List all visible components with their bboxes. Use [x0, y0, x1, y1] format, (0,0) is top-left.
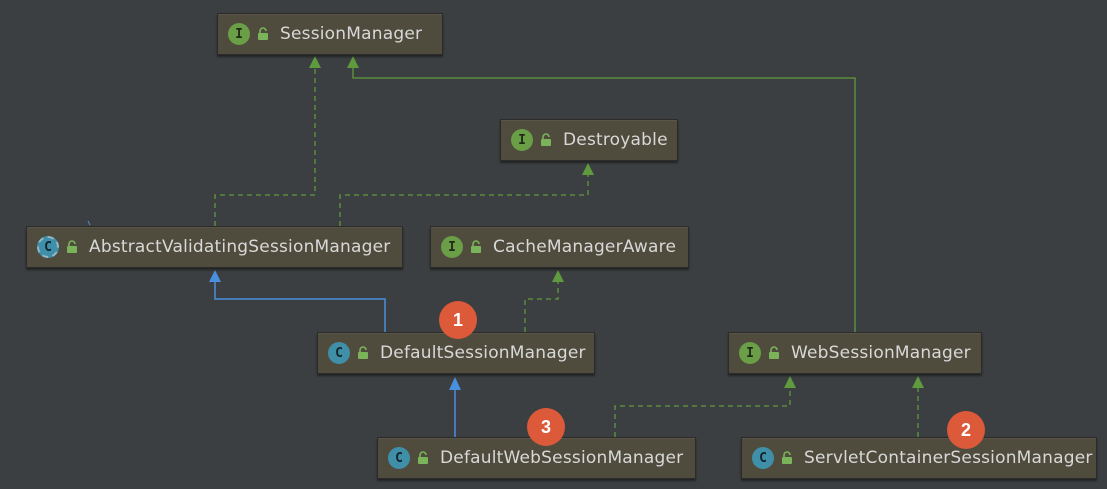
node-label: DefaultSessionManager — [380, 343, 586, 363]
node-destroyable[interactable]: I Destroyable — [500, 119, 678, 161]
node-abstractvalidatingsessionmanager[interactable]: C AbstractValidatingSessionManager — [26, 226, 403, 268]
public-lock-icon — [769, 346, 779, 359]
badge-three: 3 — [527, 408, 565, 446]
edge-abstractvalidating-to-destroyable — [339, 173, 589, 226]
badge-two: 2 — [947, 411, 985, 449]
node-label: DefaultWebSessionManager — [440, 448, 684, 468]
badge-one: 1 — [439, 301, 477, 339]
node-websessionmanager[interactable]: I WebSessionManager — [728, 332, 982, 374]
node-label: SessionManager — [280, 24, 423, 44]
node-servletcontainersessionmanager[interactable]: C ServletContainerSessionManager — [741, 437, 1097, 479]
class-icon: C — [752, 447, 774, 469]
class-icon: C — [328, 342, 350, 364]
node-label: ServletContainerSessionManager — [804, 448, 1093, 468]
public-lock-icon — [418, 451, 428, 464]
node-label: AbstractValidatingSessionManager — [89, 237, 391, 257]
arrowhead-sessionmanager-left — [309, 56, 321, 68]
node-label: WebSessionManager — [791, 343, 971, 363]
edge-defaultsession-to-cachemanageraware — [524, 280, 559, 332]
public-lock-icon — [471, 240, 481, 253]
public-lock-icon — [258, 27, 268, 40]
arrowhead-destroyable — [582, 163, 594, 175]
arrowhead-defaultsession — [449, 377, 461, 390]
arrowhead-cachemanageraware — [552, 270, 564, 282]
edge-abstractvalidating-to-sessionmanager — [214, 66, 316, 226]
edge-websessionmanager-to-sessionmanager — [352, 66, 856, 332]
node-label: Destroyable — [563, 130, 668, 150]
tick-mark — [87, 220, 91, 226]
arrowhead-sessionmanager-right — [347, 56, 359, 68]
abstract-class-icon: C — [37, 236, 59, 258]
interface-icon: I — [511, 129, 533, 151]
node-label: CacheManagerAware — [493, 237, 677, 257]
node-cachemanageraware[interactable]: I CacheManagerAware — [430, 226, 689, 268]
interface-icon: I — [228, 23, 250, 45]
node-sessionmanager[interactable]: I SessionManager — [217, 13, 443, 55]
interface-icon: I — [441, 236, 463, 258]
interface-icon: I — [739, 342, 761, 364]
class-icon: C — [388, 447, 410, 469]
arrowhead-websessionmanager-right — [912, 376, 924, 388]
node-defaultwebsessionmanager[interactable]: C DefaultWebSessionManager — [377, 437, 696, 479]
public-lock-icon — [358, 346, 368, 359]
arrowhead-websessionmanager-left — [784, 376, 796, 388]
edge-defaultweb-to-websessionmanager — [614, 386, 791, 437]
public-lock-icon — [782, 451, 792, 464]
public-lock-icon — [67, 240, 77, 253]
edge-defaultsession-to-abstractvalidating — [214, 280, 386, 332]
arrowhead-abstractvalidating — [209, 270, 221, 282]
public-lock-icon — [541, 133, 551, 146]
